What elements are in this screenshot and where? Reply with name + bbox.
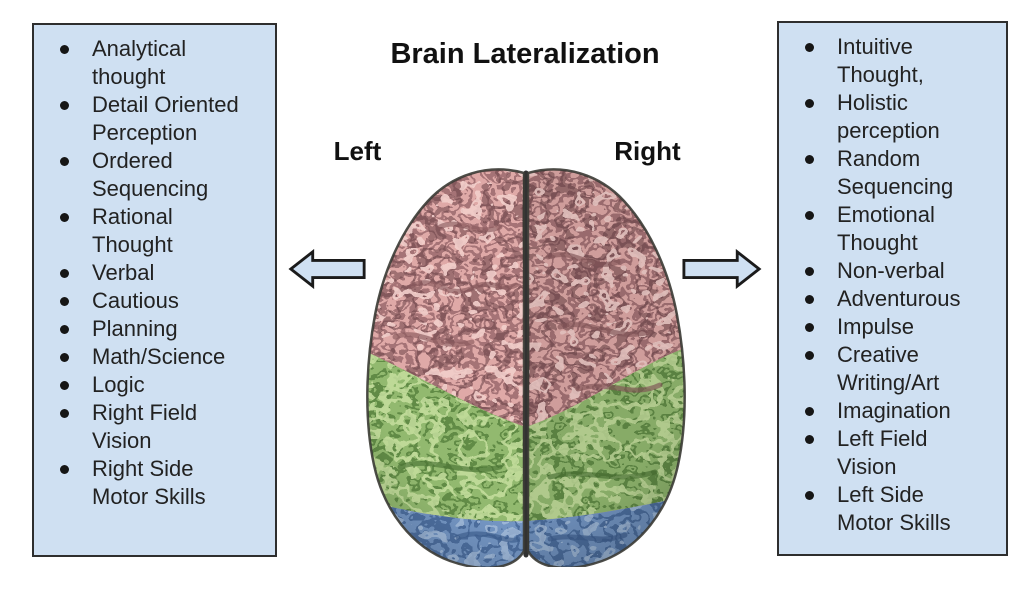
trait-text: Math/Science xyxy=(92,344,226,369)
bullet-icon xyxy=(805,323,814,332)
trait-item: Math/Science xyxy=(60,343,269,371)
right-arrow-shape xyxy=(682,249,762,289)
trait-text: Analytical thought xyxy=(92,36,187,89)
trait-item: Detail Oriented Perception xyxy=(60,91,269,147)
trait-text: Intuitive Thought, xyxy=(837,34,924,87)
bullet-icon xyxy=(805,351,814,360)
bullet-icon xyxy=(60,269,69,278)
trait-item: Impulse xyxy=(805,313,1000,341)
diagram-title: Brain Lateralization xyxy=(390,38,660,70)
bullet-icon xyxy=(805,211,814,220)
bullet-icon xyxy=(805,491,814,500)
bullet-icon xyxy=(60,213,69,222)
trait-text: Imagination xyxy=(837,398,951,423)
trait-text: Cautious xyxy=(92,288,179,313)
trait-text: Left Side Motor Skills xyxy=(837,482,951,535)
trait-text: Non-verbal xyxy=(837,258,945,283)
trait-item: Creative Writing/Art xyxy=(805,341,1000,397)
trait-item: Non-verbal xyxy=(805,257,1000,285)
bullet-icon xyxy=(805,43,814,52)
trait-text: Detail Oriented Perception xyxy=(92,92,239,145)
trait-text: Impulse xyxy=(837,314,915,339)
right-hemisphere-label: Right xyxy=(614,136,681,166)
bullet-icon xyxy=(805,295,814,304)
left-arrow-shape xyxy=(288,249,366,289)
right-traits-panel: Intuitive Thought, Holistic perception R… xyxy=(777,21,1008,556)
bullet-icon xyxy=(805,267,814,276)
trait-text: Verbal xyxy=(92,260,155,285)
trait-text: Adventurous xyxy=(837,286,961,311)
bullet-icon xyxy=(805,155,814,164)
trait-item: Emotional Thought xyxy=(805,201,1000,257)
bullet-icon xyxy=(60,157,69,166)
trait-item: Intuitive Thought, xyxy=(805,33,1000,89)
right-trait-list: Intuitive Thought, Holistic perception R… xyxy=(779,23,1006,537)
trait-item: Imagination xyxy=(805,397,1000,425)
trait-item: Left Field Vision xyxy=(805,425,1000,481)
trait-text: Planning xyxy=(92,316,178,341)
left-traits-panel: Analytical thought Detail Oriented Perce… xyxy=(32,23,277,557)
trait-item: Holistic perception xyxy=(805,89,1000,145)
trait-item: Right Field Vision xyxy=(60,399,269,455)
trait-item: Analytical thought xyxy=(60,35,269,91)
brain-illustration xyxy=(366,168,686,567)
trait-text: Holistic perception xyxy=(837,90,940,143)
trait-text: Right Side Motor Skills xyxy=(92,456,206,509)
left-hemisphere-label: Left xyxy=(333,136,382,166)
left-arrow-icon xyxy=(288,249,366,289)
bullet-icon xyxy=(805,407,814,416)
right-arrow-icon xyxy=(682,249,762,289)
trait-item: Verbal xyxy=(60,259,269,287)
trait-item: Ordered Sequencing xyxy=(60,147,269,203)
trait-text: Ordered Sequencing xyxy=(92,148,209,201)
trait-item: Logic xyxy=(60,371,269,399)
bullet-icon xyxy=(60,409,69,418)
trait-item: Random Sequencing xyxy=(805,145,1000,201)
trait-text: Left Field Vision xyxy=(837,426,928,479)
trait-text: Creative Writing/Art xyxy=(837,342,940,395)
bullet-icon xyxy=(805,99,814,108)
trait-item: Cautious xyxy=(60,287,269,315)
trait-item: Right Side Motor Skills xyxy=(60,455,269,511)
bullet-icon xyxy=(60,101,69,110)
trait-item: Adventurous xyxy=(805,285,1000,313)
bullet-icon xyxy=(60,297,69,306)
trait-text: Logic xyxy=(92,372,145,397)
bullet-icon xyxy=(60,353,69,362)
trait-text: Rational Thought xyxy=(92,204,173,257)
bullet-icon xyxy=(60,325,69,334)
longitudinal-fissure xyxy=(522,170,530,558)
trait-text: Right Field Vision xyxy=(92,400,198,453)
trait-item: Rational Thought xyxy=(60,203,269,259)
trait-item: Planning xyxy=(60,315,269,343)
bullet-icon xyxy=(60,381,69,390)
trait-item: Left Side Motor Skills xyxy=(805,481,1000,537)
trait-text: Random Sequencing xyxy=(837,146,954,199)
bullet-icon xyxy=(805,435,814,444)
bullet-icon xyxy=(60,465,69,474)
left-trait-list: Analytical thought Detail Oriented Perce… xyxy=(34,25,275,511)
trait-text: Emotional Thought xyxy=(837,202,935,255)
bullet-icon xyxy=(60,45,69,54)
